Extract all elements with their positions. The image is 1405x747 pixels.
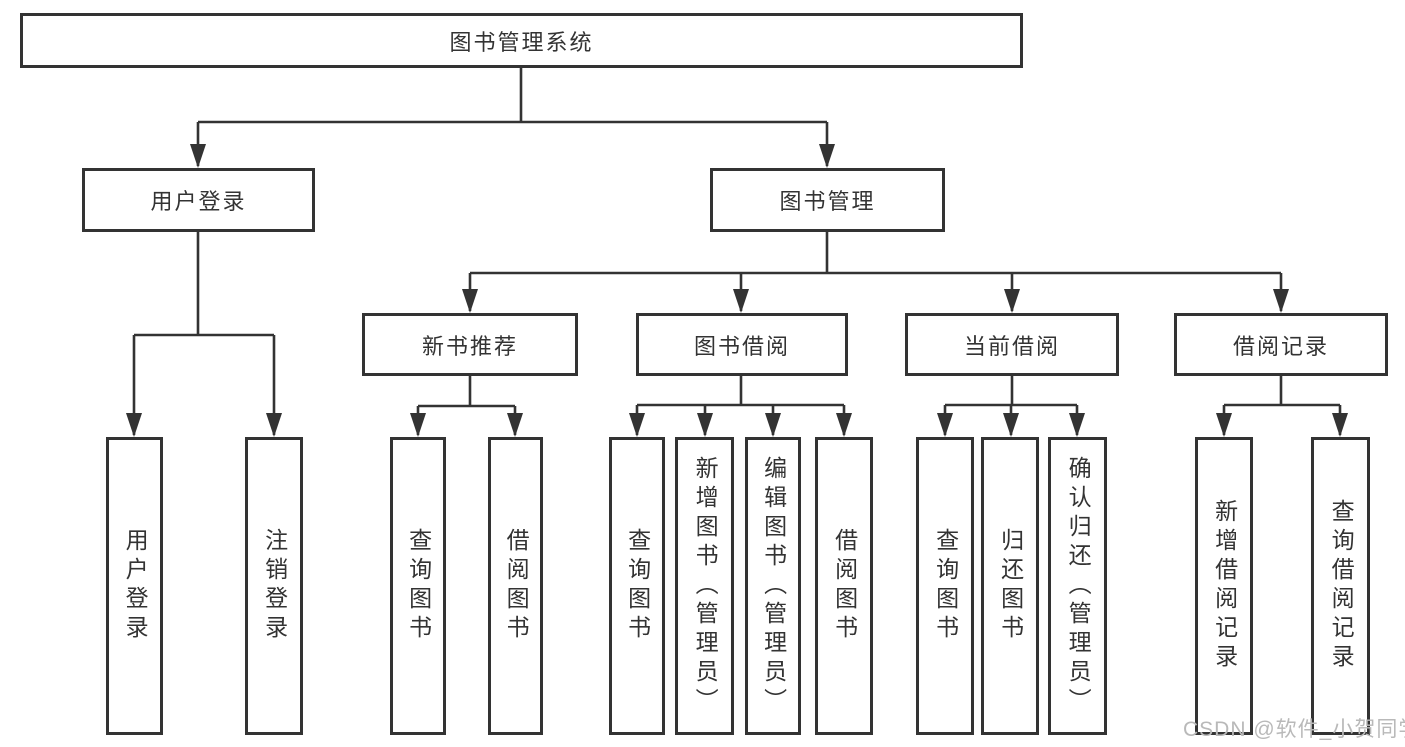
node-label: 用户登录	[150, 189, 247, 214]
leaf-records-query-record: 查询借阅记录	[1311, 437, 1370, 735]
node-label: 新书推荐	[421, 333, 518, 359]
leaf-label: 新增借阅记录	[1211, 499, 1238, 673]
node-book-management: 图书管理	[710, 168, 945, 232]
leaf-label: 借阅图书	[831, 528, 858, 644]
node-label: 图书借阅	[693, 333, 790, 359]
leaf-borrowing-borrow-book: 借阅图书	[815, 437, 873, 735]
node-new-book-recommendation: 新书推荐	[362, 313, 578, 376]
leaf-borrowing-add-book-admin: 新增图书（管理员）	[675, 437, 734, 735]
leaf-label: 用户登录	[122, 528, 149, 644]
leaf-recommend-borrow-book: 借阅图书	[488, 437, 543, 735]
leaf-current-query-book: 查询图书	[916, 437, 974, 735]
node-borrowing-records: 借阅记录	[1174, 313, 1388, 376]
leaf-current-confirm-return-admin: 确认归还（管理员）	[1048, 437, 1107, 735]
node-label: 图书管理	[779, 189, 876, 214]
leaf-records-add-record: 新增借阅记录	[1195, 437, 1253, 735]
leaf-label: 借阅图书	[503, 528, 530, 644]
connector-trunks	[134, 68, 1340, 408]
leaf-label: 确认归还（管理员）	[1065, 455, 1092, 717]
leaf-label: 编辑图书（管理员）	[760, 455, 787, 717]
leaf-borrowing-query-book: 查询图书	[609, 437, 665, 735]
leaf-label: 查询图书	[932, 528, 959, 644]
leaf-label: 查询图书	[624, 528, 651, 644]
node-current-borrowing: 当前借阅	[905, 313, 1119, 376]
node-label: 借阅记录	[1232, 333, 1329, 359]
leaf-label: 注销登录	[261, 528, 288, 644]
leaf-recommend-query-book: 查询图书	[390, 437, 446, 735]
watermark: CSDN @软件_小贺同学	[1183, 718, 1405, 741]
node-book-borrowing: 图书借阅	[636, 313, 848, 376]
node-library-management-system: 图书管理系统	[20, 13, 1023, 68]
leaf-label: 新增图书（管理员）	[692, 455, 719, 717]
leaf-current-return-book: 归还图书	[981, 437, 1039, 735]
leaf-borrowing-edit-book-admin: 编辑图书（管理员）	[745, 437, 801, 735]
node-label: 图书管理系统	[449, 29, 594, 55]
leaf-label: 查询图书	[405, 528, 432, 644]
leaf-logout: 注销登录	[245, 437, 303, 735]
leaf-user-login: 用户登录	[106, 437, 163, 735]
leaf-label: 归还图书	[997, 528, 1024, 644]
node-user-login: 用户登录	[82, 168, 315, 232]
leaf-label: 查询借阅记录	[1328, 499, 1355, 673]
node-label: 当前借阅	[963, 333, 1060, 359]
